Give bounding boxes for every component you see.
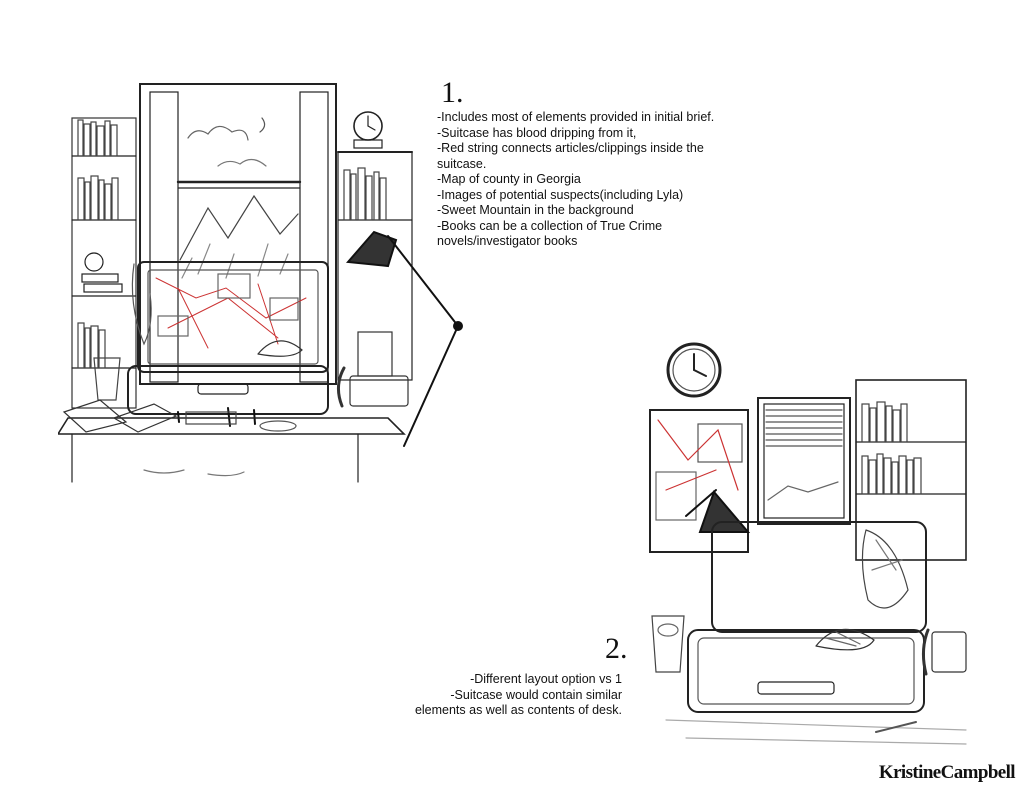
suitcase	[687, 521, 927, 713]
wall-clock	[666, 342, 722, 398]
note-line: -Images of potential suspects(including …	[437, 187, 684, 202]
note-line: elements as well as contents of desk.	[414, 703, 622, 717]
note-line: novels/investigator books	[437, 234, 578, 248]
concept-2-notes: -Different layout option vs 1 -Suitcase …	[415, 672, 622, 719]
desk-lamp	[345, 230, 463, 447]
window	[757, 397, 851, 525]
glass	[651, 615, 685, 673]
artist-signature: KristineCampbell	[878, 762, 1016, 783]
note-line: -Includes most of elements provided in i…	[437, 110, 715, 124]
telephone	[921, 628, 967, 676]
concept-1-notes: -Includes most of elements provided in i…	[437, 110, 714, 250]
left-bookshelf	[71, 117, 137, 409]
note-line: -Different layout option vs 1	[470, 672, 622, 686]
note-line: -Map of county in Georgia	[437, 172, 581, 186]
desk	[58, 399, 406, 483]
note-line: -Books can be a collection of True Crime	[437, 218, 663, 233]
corkboard	[649, 409, 749, 553]
glass	[93, 357, 121, 401]
telephone	[337, 331, 409, 408]
concept-1-sketch	[58, 78, 470, 510]
concept-2-sketch	[646, 340, 970, 754]
concept-2-number: 2.	[605, 632, 628, 665]
note-line: suitcase.	[437, 156, 487, 171]
desk-lamp	[685, 489, 751, 533]
bookshelf	[855, 379, 967, 561]
note-line: -Suitcase has blood dripping from it,	[437, 125, 637, 140]
note-line: -Sweet Mountain in the background	[437, 203, 634, 217]
suitcase	[127, 261, 329, 427]
concept-1-number: 1.	[441, 76, 464, 109]
note-line: -Suitcase would contain similar	[450, 687, 622, 702]
note-line: -Red string connects articles/clippings …	[437, 141, 704, 155]
window	[139, 83, 337, 385]
